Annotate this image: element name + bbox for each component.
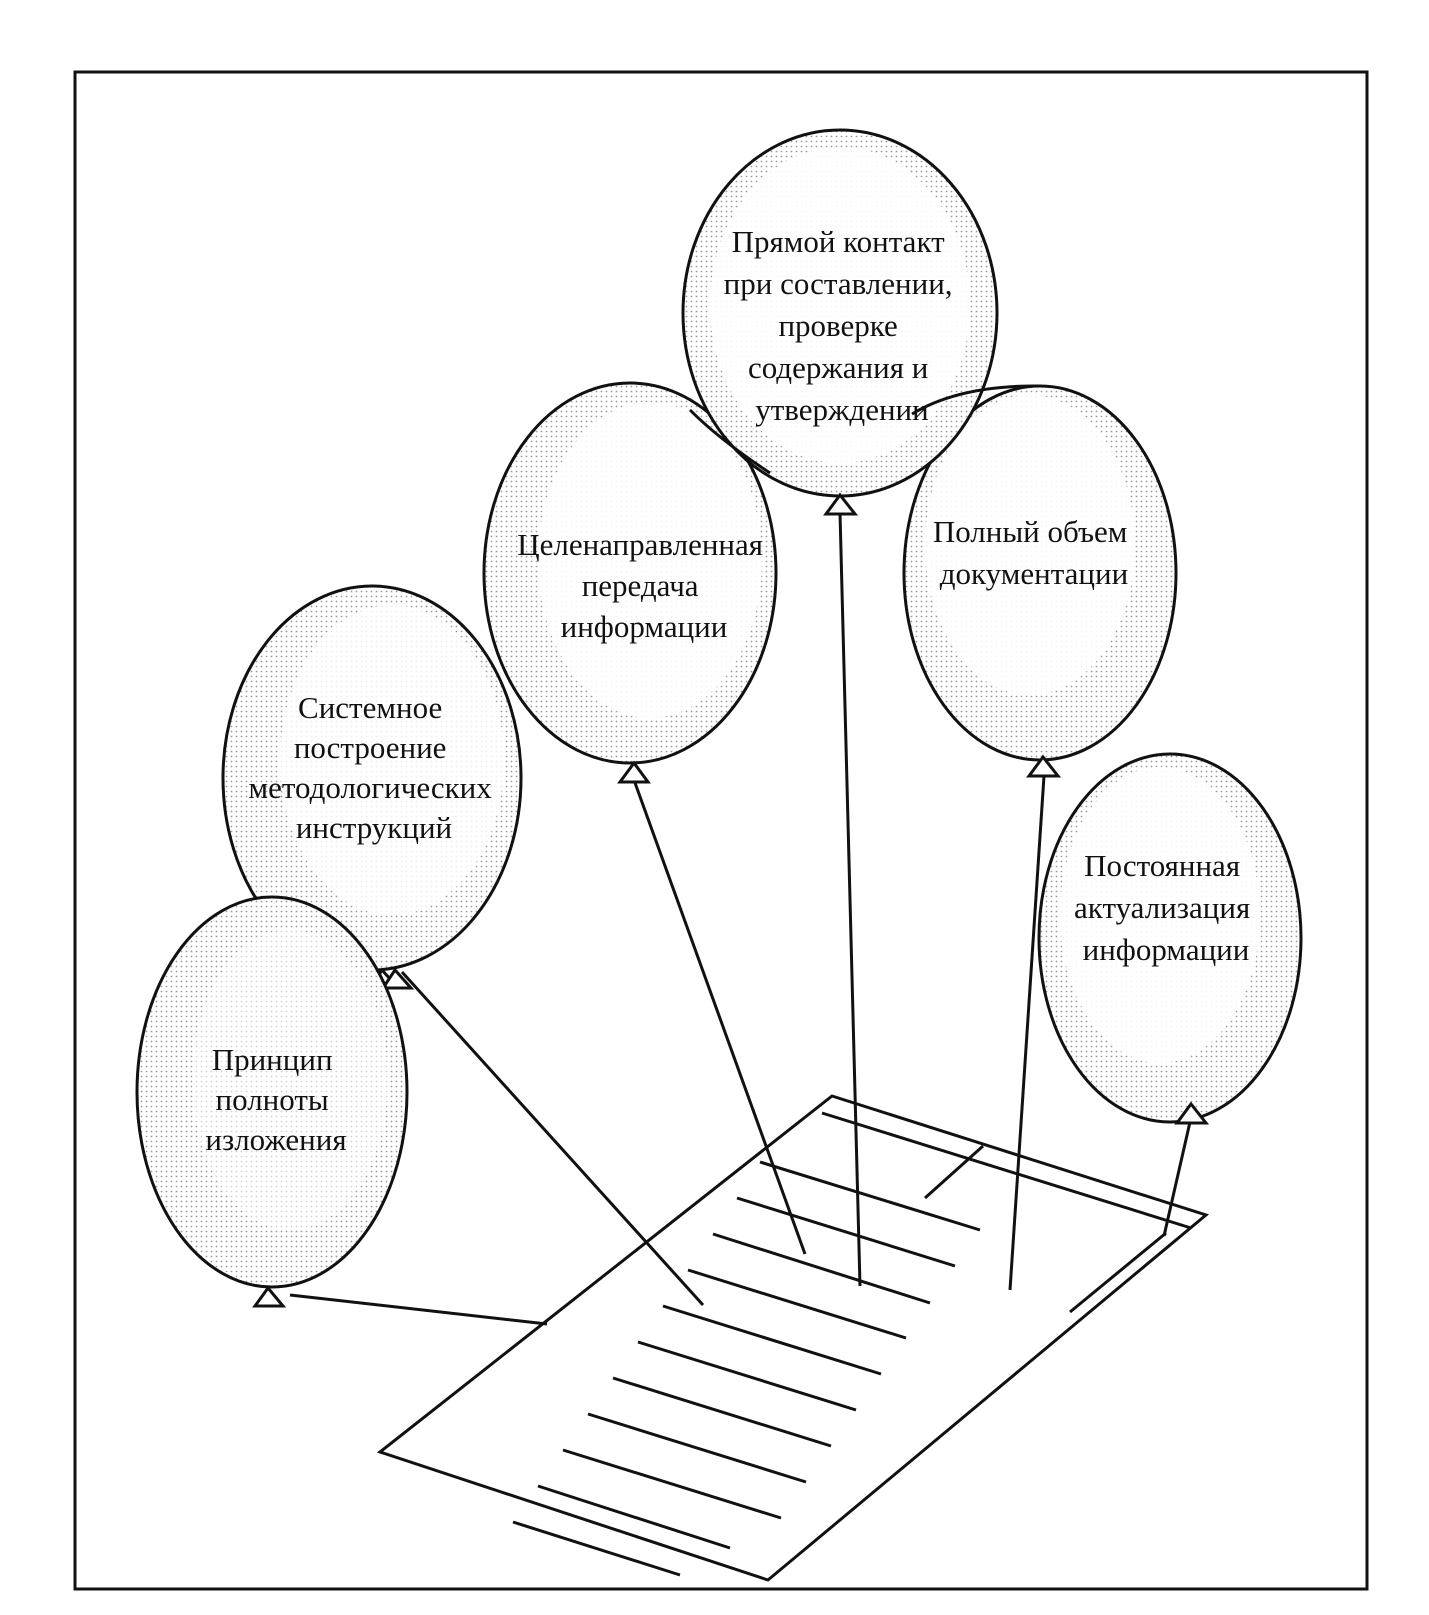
- balloon-direct-contact-line: утверждении: [755, 392, 928, 427]
- document-text-line: [759, 1160, 981, 1232]
- knot-full-volume: [1026, 754, 1062, 778]
- document-text-line: [637, 1340, 857, 1412]
- document-text-line: [562, 1448, 782, 1520]
- balloon-constant-update-line: актуализация: [1074, 890, 1250, 925]
- svg-text:Постоянная актуализация: Постоянная актуализация информации: [1074, 848, 1258, 967]
- balloon-direct-contact-line: при составлении,: [724, 266, 953, 301]
- document-header-line: [1069, 1231, 1167, 1314]
- document-header-line: [923, 1144, 985, 1200]
- balloon-direct-contact-line: проверке: [778, 308, 897, 343]
- document-header-line: [821, 1111, 1192, 1230]
- document-text-line: [587, 1412, 807, 1484]
- string-direct-contact: [838, 512, 862, 1287]
- balloon-full-volume-line: документации: [940, 556, 1128, 591]
- balloon-targeted-transfer-line: информации: [561, 609, 728, 644]
- svg-text:Полный объем документаци: Полный объем документации: [933, 514, 1135, 591]
- string-full-volume: [1008, 775, 1046, 1291]
- balloon-direct-contact-line: Прямой контакт: [732, 224, 946, 259]
- balloon-completeness-principle-line: изложения: [205, 1122, 346, 1157]
- balloon-system-construction: Системное построение методологических ин…: [221, 584, 523, 990]
- document-text-line: [537, 1484, 731, 1550]
- document-text-line: [687, 1268, 907, 1340]
- balloon-full-volume-line: Полный объем: [933, 514, 1128, 549]
- balloon-completeness-principle-line: полноты: [216, 1082, 329, 1117]
- balloon-completeness-principle-line: Принцип: [212, 1042, 333, 1077]
- balloon-system-construction-line: инструкций: [296, 810, 452, 845]
- string-completeness-principle: [289, 1293, 548, 1326]
- document-text-line: [512, 1520, 681, 1577]
- balloon-targeted-transfer: Целенаправленная передача информации: [482, 381, 778, 784]
- document-text-line: [712, 1232, 931, 1305]
- balloon-system-construction-line: методологических: [248, 770, 492, 805]
- svg-text:Принцип полноты из: Принцип полноты изложения: [205, 1042, 346, 1157]
- svg-text:Целенаправленная передач: Целенаправленная передача информации: [517, 527, 771, 644]
- balloon-system-construction-line: построение: [294, 730, 447, 765]
- balloon-direct-contact-line: содержания и: [748, 350, 928, 385]
- svg-text:Системное построение: Системное построение методологических ин…: [248, 690, 499, 845]
- document-text-line: [736, 1196, 956, 1268]
- document-sheet: [376, 1094, 1210, 1582]
- balloon-targeted-transfer-line: передача: [582, 568, 699, 603]
- balloon-constant-update-line: информации: [1083, 932, 1250, 967]
- string-system-construction: [400, 970, 705, 1307]
- knot-constant-update: [1174, 1101, 1210, 1125]
- knot-targeted-transfer: [617, 760, 651, 784]
- document-text-line: [612, 1376, 832, 1448]
- balloon-targeted-transfer-line: Целенаправленная: [517, 527, 763, 562]
- string-constant-update: [1162, 1121, 1192, 1237]
- document-text-line: [662, 1304, 882, 1376]
- balloon-completeness-principle: Принцип полноты изложения: [135, 895, 409, 1308]
- string-targeted-transfer: [632, 779, 807, 1255]
- balloon-constant-update: Постоянная актуализация информации: [1037, 752, 1303, 1125]
- knot-direct-contact: [823, 492, 859, 516]
- knot-completeness-principle: [252, 1285, 287, 1308]
- balloon-strings: [289, 512, 1192, 1326]
- balloon-direct-contact: Прямой контакт при составлении, проверке…: [681, 128, 999, 516]
- outer-frame: [73, 70, 1369, 1591]
- balloon-constant-update-line: Постоянная: [1084, 848, 1240, 883]
- balloon-full-volume: Полный объем документации: [902, 384, 1178, 778]
- svg-text:Прямой контакт при соста: Прямой контакт при составлении, проверке…: [724, 224, 961, 427]
- document-outline: [376, 1094, 1210, 1582]
- balloon-system-construction-line: Системное: [298, 690, 442, 725]
